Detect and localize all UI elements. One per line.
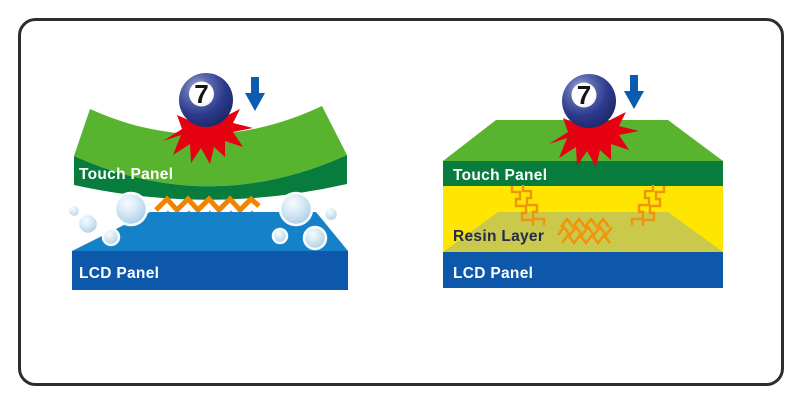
ball-number-circle [189,81,214,107]
resin-layer-label: Resin Layer [453,228,544,245]
air-bubble [113,191,149,227]
down-arrow-icon [245,77,265,111]
right-diagram: Touch Panel Resin Layer LCD Panel 7 [443,74,723,288]
crack-zigzag-row [561,233,611,245]
air-bubble [66,203,82,219]
ball-number: 7 [194,79,208,109]
air-bubble [278,191,314,227]
ball-number-circle [571,82,597,108]
shockwave-zigzag-row [154,195,261,214]
touch-panel-label: Touch Panel [453,167,547,184]
air-bubble [76,212,100,236]
lcd-panel-label: LCD Panel [453,265,533,282]
billiard-ball: 7 [179,73,233,127]
lcd-panel-front-face [443,252,723,288]
touch-panel-front-face [443,161,723,186]
billiard-ball: 7 [562,74,616,128]
left-diagram: Touch Panel LCD Panel 7 [66,73,348,290]
ball-number: 7 [577,80,591,110]
frame-border [18,18,784,386]
crack-zigzag-row [560,217,610,229]
air-bubble [302,225,328,251]
air-bubble [271,227,289,245]
air-bubbles [66,191,340,251]
crack-stair-left [521,185,546,225]
touch-panel-label: Touch Panel [79,166,173,183]
crack-stair-right [630,185,655,225]
touch-panel-front-face [74,155,347,200]
lcd-panel-label: LCD Panel [79,265,159,282]
down-arrow-icon [624,75,644,109]
air-bubble [322,205,340,223]
crack-stair-right [641,186,666,226]
crack-zigzag-row [557,225,613,237]
air-bubble [101,227,121,247]
lcd-panel-front-face [72,251,348,290]
crack-zigzags [510,185,666,245]
crack-stair-left [510,186,535,226]
